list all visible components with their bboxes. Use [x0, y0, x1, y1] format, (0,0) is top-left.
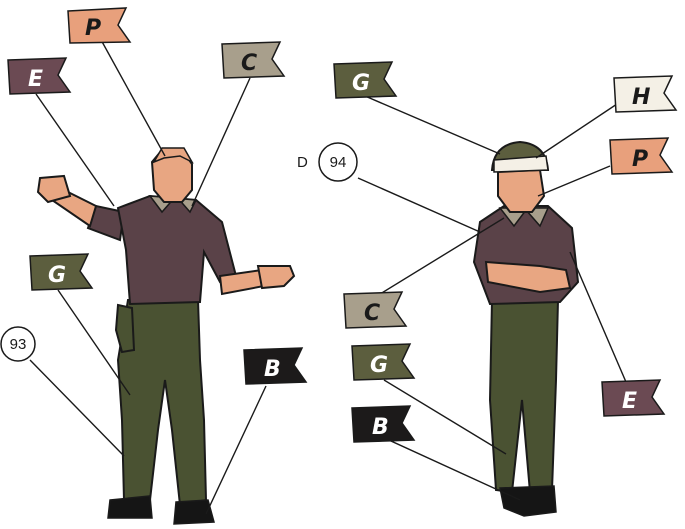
leader-line: [358, 178, 480, 232]
figure-94-pants: [490, 300, 558, 492]
flag-letter: P: [632, 147, 648, 172]
flag-letter: H: [632, 85, 650, 110]
flag-letter: C: [364, 301, 380, 326]
flag-H-figure-94: H: [614, 76, 676, 112]
flag-letter: P: [85, 16, 101, 41]
flag-letter: B: [372, 415, 389, 440]
figure-93-holster: [116, 305, 134, 352]
figure-93-shirt: [118, 196, 236, 304]
flag-G-figure-93: G: [30, 254, 92, 290]
flag-B-figure-93: B: [244, 348, 306, 384]
flag-letter: B: [264, 357, 281, 382]
figure-93-right-boot: [174, 500, 214, 524]
figure-94: [474, 142, 578, 516]
figure-94-prefix: D: [297, 154, 308, 171]
flag-P-figure-94: P: [610, 138, 672, 174]
leader-line: [100, 38, 165, 156]
figure-93-open-hand: [258, 266, 294, 288]
figure-93-left-boot: [108, 496, 152, 518]
figure-93-fist: [38, 176, 70, 202]
flag-B-figure-94: B: [352, 406, 414, 442]
flag-letter: G: [370, 353, 388, 378]
flag-P-figure-93: P: [68, 8, 130, 43]
leader-line: [192, 78, 250, 206]
flag-letter: E: [28, 67, 43, 92]
flag-C-figure-94: C: [344, 292, 406, 328]
leader-line: [365, 96, 500, 154]
figure-94-number: 94: [330, 154, 347, 171]
flag-G-figure-94: G: [352, 344, 414, 380]
flag-letter: G: [352, 71, 370, 96]
leader-line: [206, 386, 266, 514]
figure-93-number-badge: 93: [1, 327, 35, 361]
flag-letter: C: [241, 51, 257, 76]
flag-E-figure-94: E: [602, 380, 664, 416]
figure-94-head: [498, 170, 544, 212]
flag-C-figure-93: C: [222, 42, 284, 78]
leader-line: [570, 252, 626, 382]
flag-E-figure-93: E: [8, 58, 70, 94]
figure-94-boots: [500, 486, 556, 516]
leader-line: [536, 104, 617, 158]
flag-G-top-figure-94: G: [334, 62, 396, 98]
flag-letter: G: [48, 263, 66, 288]
figure-93: [38, 148, 294, 524]
figure-93-number: 93: [10, 336, 27, 353]
figure-94-number-badge: D 94: [297, 143, 357, 181]
leader-line: [30, 360, 124, 456]
flag-letter: E: [622, 389, 637, 414]
